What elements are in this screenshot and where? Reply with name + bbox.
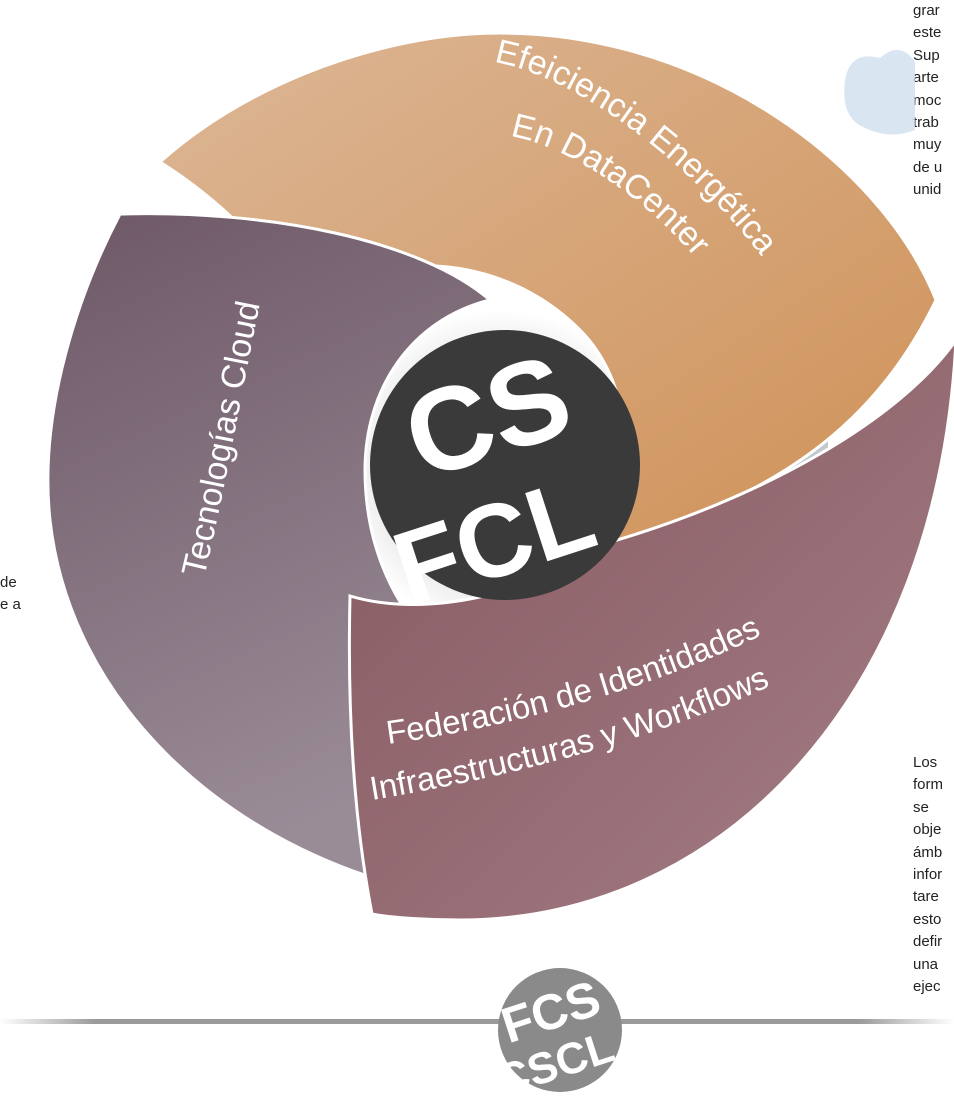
body-text-fragment-right-top-line: este	[913, 24, 942, 42]
body-text-fragment-right-bottom-line: tare	[913, 888, 939, 906]
body-text-fragment-right-bottom-line: una	[913, 955, 939, 973]
body-text-fragment-right-bottom-line: form	[913, 776, 943, 794]
body-text-fragment-right-top-line: muy	[913, 136, 942, 154]
body-text-fragment-left-line: de	[0, 574, 17, 591]
body-text-fragment-right-top-line: grar	[913, 2, 940, 19]
body-text-fragment-right-top-line: Sup	[913, 46, 940, 64]
footer-rule	[0, 1019, 954, 1024]
footer-logo: FCS CSCL	[491, 968, 622, 1098]
body-text-fragment-right-bottom-line: defir	[913, 933, 943, 951]
body-text-fragment-right-bottom-line: obje	[913, 821, 942, 839]
body-text-fragment-right-bottom-line: infor	[913, 866, 943, 884]
body-text-fragment-left-line: e a	[0, 596, 21, 614]
petal-identity-federation	[347, 340, 954, 922]
body-text-fragment-right-top-line: trab	[913, 114, 939, 132]
body-text-fragment-right-bottom-line: esto	[913, 910, 942, 928]
body-text-fragment-left: de e a	[0, 572, 21, 617]
body-text-fragment-right-top-line: moc	[913, 91, 942, 109]
body-text-fragment-right-bottom-line: Los	[913, 754, 938, 771]
cloud-decoration	[844, 49, 915, 135]
body-text-fragment-right-top-line: de u	[913, 158, 943, 176]
body-text-fragment-right-bottom: Los form se obje ámb infor tare esto defir una eje…	[913, 752, 943, 998]
body-text-fragment-right-top-line: arte	[913, 69, 939, 87]
body-text-fragment-right-bottom-line: ámb	[913, 843, 943, 861]
body-text-fragment-right-top-line: unid	[913, 181, 942, 199]
body-text-fragment-right-bottom-line: se	[913, 798, 929, 816]
body-text-fragment-right-bottom-line: ejec	[913, 978, 941, 996]
